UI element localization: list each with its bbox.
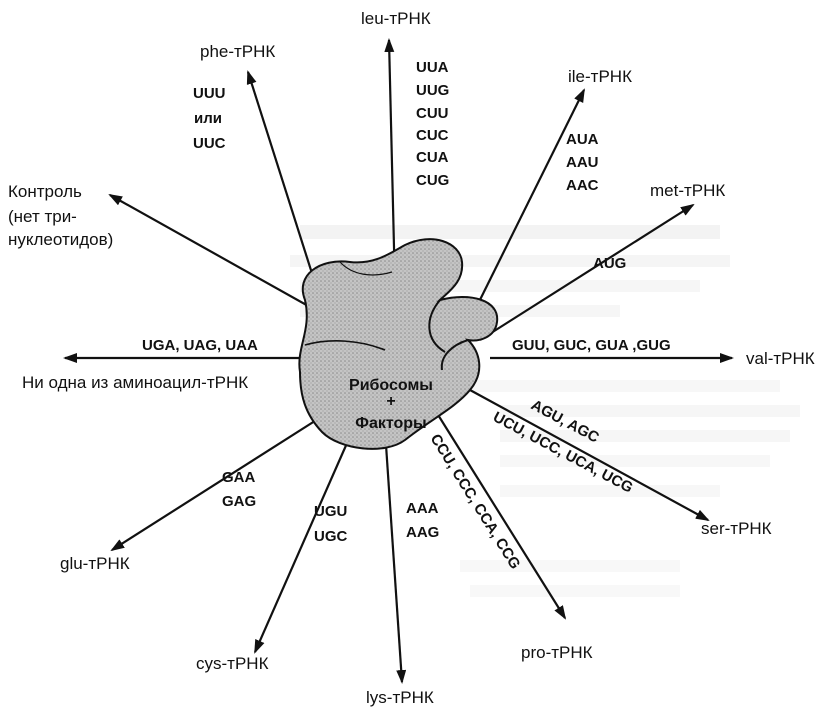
label-control-line3: нуклеотидов) bbox=[8, 230, 113, 249]
label-glu: glu-тРНК bbox=[60, 554, 130, 573]
codon-leu-5: CUA bbox=[416, 149, 449, 166]
codon-ile-1: AUA bbox=[566, 131, 599, 148]
codon-glu-2: GAG bbox=[222, 493, 256, 510]
label-lys: lys-тРНК bbox=[366, 688, 434, 707]
codon-leu-4: CUC bbox=[416, 127, 449, 144]
center-label-ribosomes: Рибосомы bbox=[349, 377, 433, 394]
codon-ile-3: AAC bbox=[566, 177, 599, 194]
codon-phe-2: UUC bbox=[193, 135, 226, 152]
center-label-plus: + bbox=[386, 393, 395, 410]
label-met: met-тРНК bbox=[650, 181, 725, 200]
codon-lys-2: AAG bbox=[406, 524, 439, 541]
label-pro: pro-тРНК bbox=[521, 643, 593, 662]
codon-val: GUU, GUC, GUA ,GUG bbox=[512, 337, 671, 354]
codon-leu-2: UUG bbox=[416, 82, 449, 99]
codon-pro: CCU, CCC, CCA, CCG bbox=[427, 431, 524, 572]
center-label-factors: Факторы bbox=[355, 415, 426, 432]
label-phe: phe-тРНК bbox=[200, 42, 275, 61]
codon-lys-1: AAA bbox=[406, 500, 439, 517]
label-leu: leu-тРНК bbox=[361, 9, 431, 28]
label-cys: cys-тРНК bbox=[196, 654, 269, 673]
label-control-line2: (нет три- bbox=[8, 207, 77, 226]
label-ile: ile-тРНК bbox=[568, 67, 632, 86]
label-ser: ser-тРНК bbox=[701, 519, 772, 538]
codon-leu-1: UUA bbox=[416, 59, 449, 76]
arrow-lys bbox=[385, 430, 402, 682]
codon-leu-3: CUU bbox=[416, 105, 449, 122]
label-none: Ни одна из аминоацил-тРНК bbox=[22, 373, 248, 392]
codon-phe-1: UUU bbox=[193, 85, 226, 102]
codon-none: UGA, UAG, UAA bbox=[142, 337, 258, 354]
label-val: val-тРНК bbox=[746, 349, 815, 368]
codon-cys-2: UGC bbox=[314, 528, 348, 545]
codon-leu-6: CUG bbox=[416, 172, 449, 189]
codon-glu-1: GAA bbox=[222, 469, 256, 486]
label-control-line1: Контроль bbox=[8, 182, 82, 201]
codon-met: AUG bbox=[593, 255, 626, 272]
codon-phe-or: или bbox=[194, 110, 222, 127]
codon-cys-1: UGU bbox=[314, 503, 347, 520]
codon-ile-2: AAU bbox=[566, 154, 599, 171]
